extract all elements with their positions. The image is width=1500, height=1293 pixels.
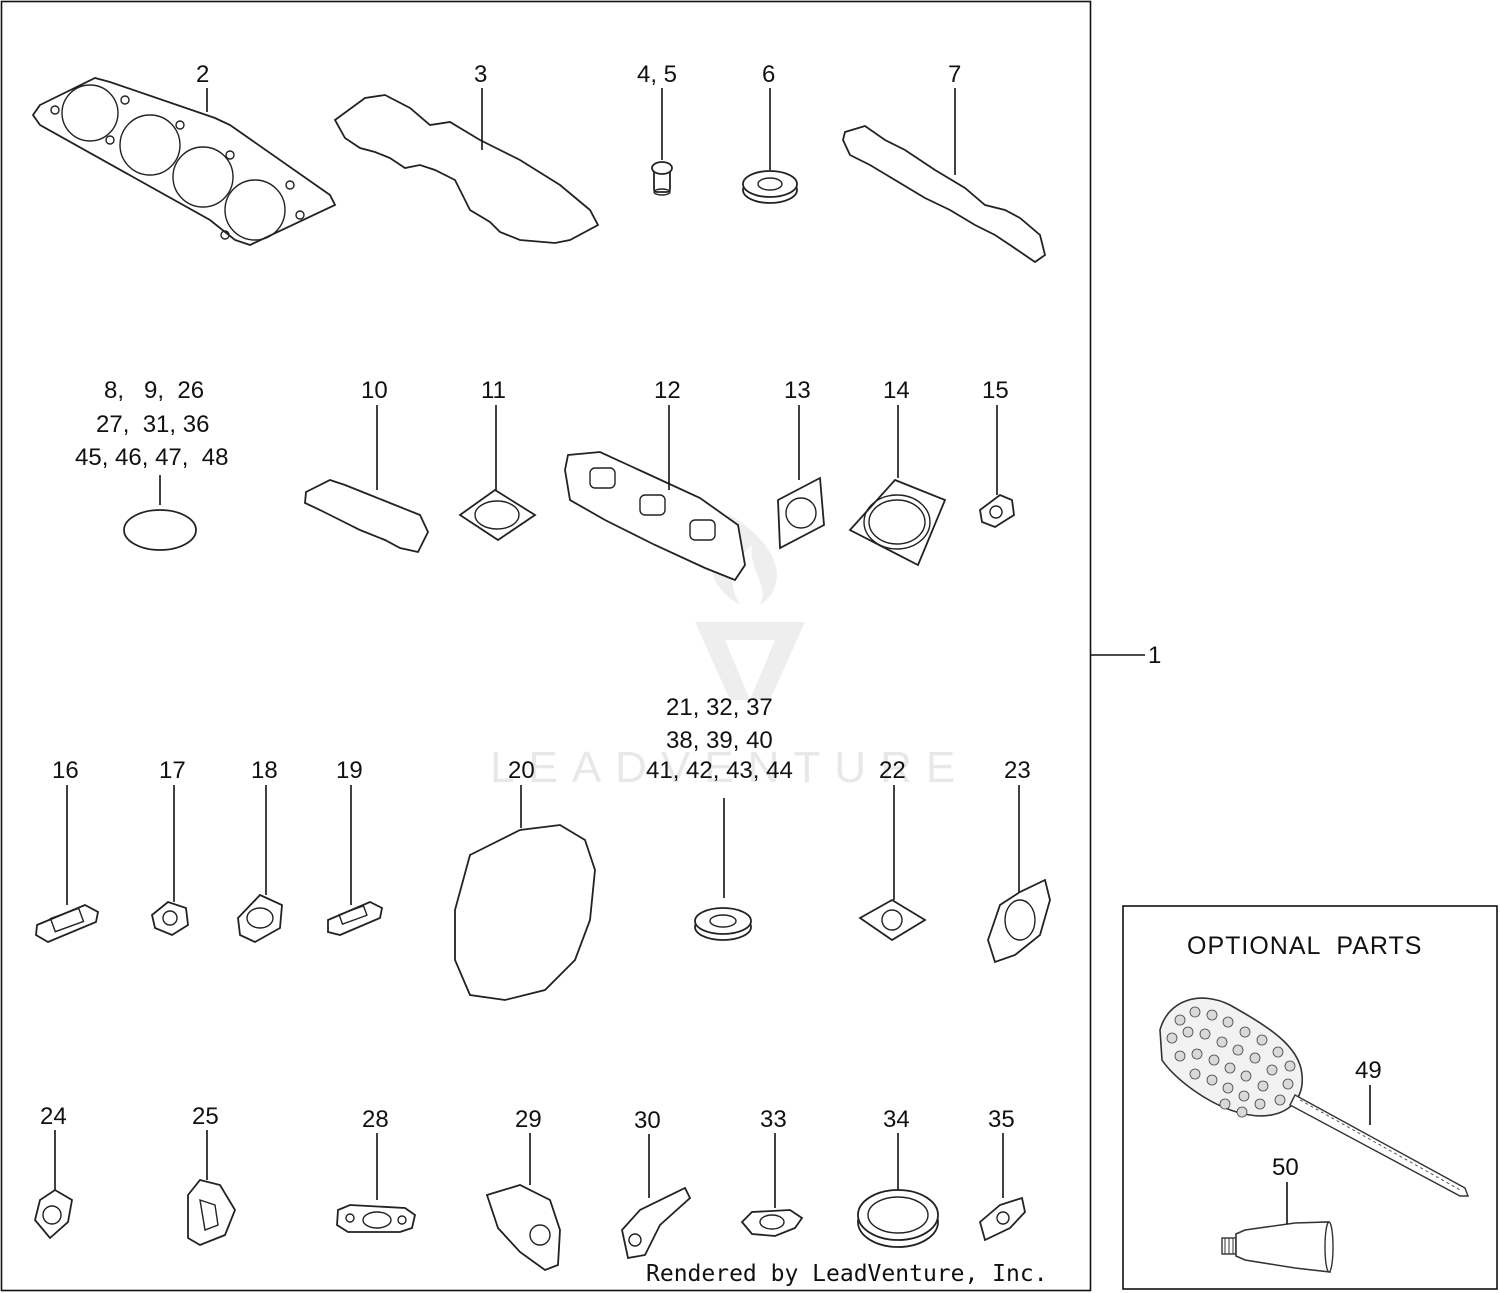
part-4-5-stem-seal[interactable] xyxy=(651,161,673,196)
label-22[interactable]: 22 xyxy=(879,757,906,784)
label-50[interactable]: 50 xyxy=(1272,1154,1299,1181)
label-group-a-line3[interactable]: 45, 46, 47, 48 xyxy=(75,444,228,471)
label-49[interactable]: 49 xyxy=(1355,1057,1382,1084)
kit-frame xyxy=(0,0,1092,1292)
label-33[interactable]: 33 xyxy=(760,1106,787,1133)
part-3-cover-gasket[interactable] xyxy=(333,94,600,244)
label-20[interactable]: 20 xyxy=(508,757,535,784)
part-19-gasket[interactable] xyxy=(327,901,384,936)
part-29-gasket[interactable] xyxy=(485,1184,561,1272)
label-13[interactable]: 13 xyxy=(784,377,811,404)
label-group-b-line2[interactable]: 38, 39, 40 xyxy=(666,727,773,754)
part-7-manifold-gasket[interactable] xyxy=(842,125,1047,264)
part-6-oil-seal[interactable] xyxy=(742,170,798,204)
part-23-gasket[interactable] xyxy=(987,878,1051,964)
label-10[interactable]: 10 xyxy=(361,377,388,404)
label-group-b-line3[interactable]: 41, 42, 43, 44 xyxy=(646,757,793,784)
part-12-exhaust-gasket[interactable] xyxy=(564,451,746,582)
label-1[interactable]: 1 xyxy=(1148,642,1161,669)
label-11[interactable]: 11 xyxy=(481,377,506,404)
part-24-gasket[interactable] xyxy=(34,1188,73,1240)
label-25[interactable]: 25 xyxy=(192,1103,219,1130)
label-14[interactable]: 14 xyxy=(883,377,910,404)
label-30[interactable]: 30 xyxy=(634,1107,661,1134)
label-28[interactable]: 28 xyxy=(362,1106,389,1133)
part-11-gasket[interactable] xyxy=(458,488,537,542)
label-6[interactable]: 6 xyxy=(762,61,775,88)
label-group-a-line2[interactable]: 27, 31, 36 xyxy=(96,411,209,438)
part-50-sealant-tube[interactable] xyxy=(1221,1221,1334,1273)
label-4-5[interactable]: 4, 5 xyxy=(637,61,677,88)
part-25-gasket[interactable] xyxy=(187,1178,237,1246)
part-30-gasket[interactable] xyxy=(621,1186,692,1260)
part-10-gasket[interactable] xyxy=(304,479,430,554)
label-23[interactable]: 23 xyxy=(1004,757,1031,784)
optional-parts-title: OPTIONAL PARTS xyxy=(1187,932,1422,960)
label-12[interactable]: 12 xyxy=(654,377,681,404)
part-28-gasket[interactable] xyxy=(336,1204,417,1233)
label-35[interactable]: 35 xyxy=(988,1106,1015,1133)
label-3[interactable]: 3 xyxy=(474,61,487,88)
label-19[interactable]: 19 xyxy=(336,757,363,784)
optional-parts-box xyxy=(1122,905,1498,1290)
label-24[interactable]: 24 xyxy=(40,1103,67,1130)
part-16-gasket[interactable] xyxy=(35,904,100,944)
label-34[interactable]: 34 xyxy=(883,1106,910,1133)
label-18[interactable]: 18 xyxy=(251,757,278,784)
part-8-o-ring[interactable] xyxy=(123,509,197,551)
label-29[interactable]: 29 xyxy=(515,1106,542,1133)
part-14-gasket[interactable] xyxy=(848,478,947,567)
footer-credit: Rendered by LeadVenture, Inc. xyxy=(646,1261,1048,1287)
label-15[interactable]: 15 xyxy=(982,377,1009,404)
part-20-housing-gasket[interactable] xyxy=(454,824,596,1001)
part-22-gasket[interactable] xyxy=(858,898,927,942)
label-group-a-line1[interactable]: 8, 9, 26 xyxy=(104,377,204,404)
label-16[interactable]: 16 xyxy=(52,757,79,784)
part-13-gasket[interactable] xyxy=(777,476,825,550)
part-18-gasket[interactable] xyxy=(237,893,283,944)
part-21-seal[interactable] xyxy=(694,907,752,941)
part-49-cleaning-brush[interactable] xyxy=(1159,997,1470,1197)
part-34-seal[interactable] xyxy=(857,1189,939,1248)
label-7[interactable]: 7 xyxy=(948,61,961,88)
watermark: LEADVENTURE xyxy=(490,515,969,792)
part-33-gasket[interactable] xyxy=(740,1209,804,1237)
label-2[interactable]: 2 xyxy=(196,61,209,88)
watermark-text: LEADVENTURE xyxy=(490,743,969,792)
label-17[interactable]: 17 xyxy=(159,757,186,784)
part-35-gasket[interactable] xyxy=(978,1196,1026,1242)
label-group-b-line1[interactable]: 21, 32, 37 xyxy=(666,694,773,721)
part-15-gasket[interactable] xyxy=(979,493,1015,529)
part-2-head-gasket[interactable] xyxy=(31,77,337,246)
part-17-gasket[interactable] xyxy=(150,900,189,937)
